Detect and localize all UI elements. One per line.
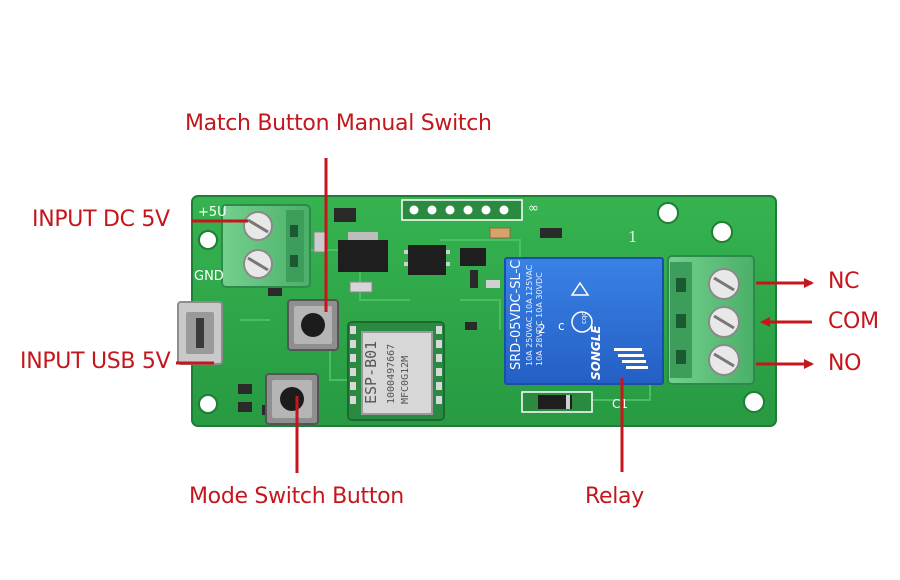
callout-lines xyxy=(176,158,814,473)
module-name: ESP-B01 xyxy=(362,341,380,404)
relay-ul-mark: c xyxy=(558,319,565,333)
relay: SRD-05VDC-SL-C 10A 250VAC 10A 125VAC 10A… xyxy=(504,257,664,385)
silk-two: 2 xyxy=(538,322,546,336)
match-button xyxy=(287,299,339,351)
relay-cert: cqc xyxy=(580,312,588,324)
mounting-holes xyxy=(198,202,765,414)
label-com: COM xyxy=(828,309,879,334)
output-terminal-block xyxy=(667,255,755,385)
label-match-button: Match Button Manual Switch xyxy=(185,111,492,136)
silk-one: 1 xyxy=(628,228,638,246)
relay-rating-2: 10A 28VDC 10A 30VDC xyxy=(535,272,544,366)
warning-icon xyxy=(570,281,590,296)
micro-usb-port xyxy=(177,301,223,365)
relay-cert-mark xyxy=(571,311,593,333)
silk-gnd: GND xyxy=(194,269,224,284)
label-mode-switch: Mode Switch Button xyxy=(189,484,404,509)
relay-logo-stripes xyxy=(614,348,648,369)
label-input-dc: INPUT DC 5V xyxy=(32,207,170,232)
silk-5v: +5U xyxy=(198,205,227,220)
mode-switch-button xyxy=(265,373,319,425)
module-code-2: MFC0G12M xyxy=(400,356,411,404)
diode xyxy=(521,391,593,413)
silk-infinity: ∞ xyxy=(528,201,539,216)
silk-c1: C1 xyxy=(612,397,628,411)
relay-brand: SONGLE xyxy=(589,325,603,380)
module-code-1: 1000497667 xyxy=(386,344,397,404)
label-nc: NC xyxy=(828,269,860,294)
label-no: NO xyxy=(828,351,862,376)
relay-model: SRD-05VDC-SL-C xyxy=(509,260,524,370)
pcb-traces xyxy=(240,239,651,401)
label-input-usb: INPUT USB 5V xyxy=(20,349,171,374)
pin-header xyxy=(401,199,523,221)
smd-components xyxy=(238,208,562,415)
esp-wifi-module: ESP-B01 1000497667 MFC0G12M xyxy=(347,321,445,421)
label-relay: Relay xyxy=(585,484,644,509)
dc-terminal-block xyxy=(221,204,311,288)
relay-rating-1: 10A 250VAC 10A 125VAC xyxy=(525,264,534,366)
